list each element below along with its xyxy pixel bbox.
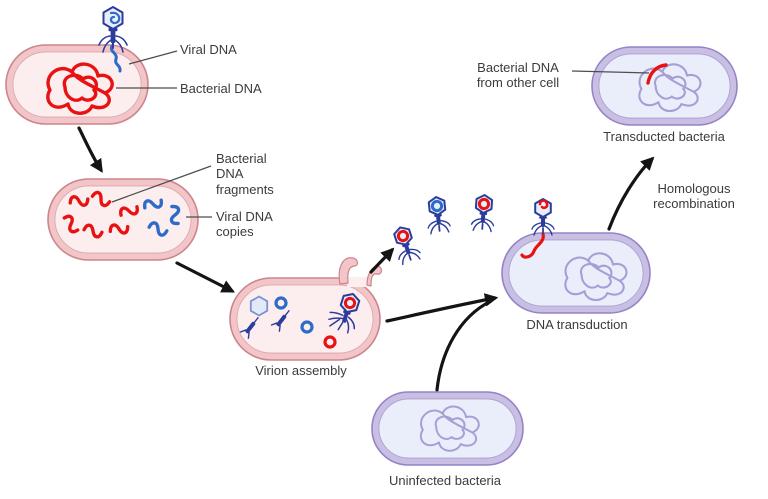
transducing-phage-icon bbox=[531, 198, 555, 236]
cell-cytoplasm bbox=[508, 239, 644, 307]
cell-cytoplasm bbox=[12, 51, 142, 118]
dna-transduction-label: DNA transduction bbox=[526, 317, 628, 332]
phage-tail-part-icon bbox=[270, 310, 290, 332]
viral-dna-label: Viral DNA bbox=[180, 42, 237, 57]
bacterial-dna-fragments-label: Bacterial DNA fragments bbox=[216, 151, 274, 197]
dna-transduction-cell bbox=[501, 232, 651, 314]
uninfected-bacteria-cell bbox=[371, 391, 524, 466]
transducted-bacteria-label: Transducted bacteria bbox=[603, 129, 725, 144]
empty-capsid-icon bbox=[249, 295, 269, 317]
transduced-dna-fragment bbox=[520, 232, 545, 259]
infected-bacteria-cell bbox=[5, 44, 149, 125]
viral-dna-ring-blue bbox=[300, 320, 314, 334]
viral-dna-ring-blue bbox=[274, 296, 288, 310]
uninfected-bacteria-label: Uninfected bacteria bbox=[388, 473, 501, 488]
recombined-dna-segment bbox=[646, 63, 668, 85]
lysis-opening bbox=[347, 277, 368, 287]
injected-viral-dna bbox=[109, 44, 122, 73]
cell-cytoplasm bbox=[54, 185, 192, 254]
virion-assembly-cell bbox=[229, 257, 383, 361]
arrow-uninfected-to-transduction bbox=[435, 299, 493, 392]
leader-viral-dna bbox=[128, 50, 178, 65]
viral-dna-copies-label: Viral DNA copies bbox=[216, 209, 273, 240]
phage-tail-part-icon bbox=[239, 317, 259, 339]
arrow-lysis-release bbox=[369, 247, 395, 274]
arrow-fragmentation-to-assembly bbox=[175, 261, 235, 293]
transducted-bacteria-cell bbox=[591, 46, 738, 126]
bacterial-dna-from-other-cell-label: Bacterial DNA from other cell bbox=[476, 60, 560, 91]
homologous-recombination-label: Homologous recombination bbox=[653, 181, 735, 212]
cell-cytoplasm bbox=[236, 284, 374, 354]
bacterial-dna-label: Bacterial DNA bbox=[180, 81, 262, 96]
bacterial-dna-ring-red bbox=[323, 335, 337, 349]
free-phage-blue-icon bbox=[427, 196, 451, 235]
arrow-infection-to-fragmentation bbox=[77, 126, 103, 173]
assembled-phage-icon bbox=[328, 292, 361, 334]
cell-cytoplasm bbox=[378, 398, 517, 459]
bacteriophage-icon bbox=[98, 6, 128, 53]
free-phage-red-icon bbox=[393, 226, 421, 266]
lysis-lip-left bbox=[338, 257, 359, 285]
leader-dna-from-other-cell bbox=[571, 70, 650, 74]
free-phage-red-icon bbox=[470, 194, 495, 233]
arrow-homologous-recombination bbox=[607, 156, 655, 231]
virion-assembly-label: Virion assembly bbox=[255, 363, 347, 378]
arrow-assembly-to-transduction bbox=[385, 293, 499, 323]
leader-dna-fragments bbox=[111, 165, 212, 203]
fragmented-bacteria-cell bbox=[47, 178, 199, 261]
